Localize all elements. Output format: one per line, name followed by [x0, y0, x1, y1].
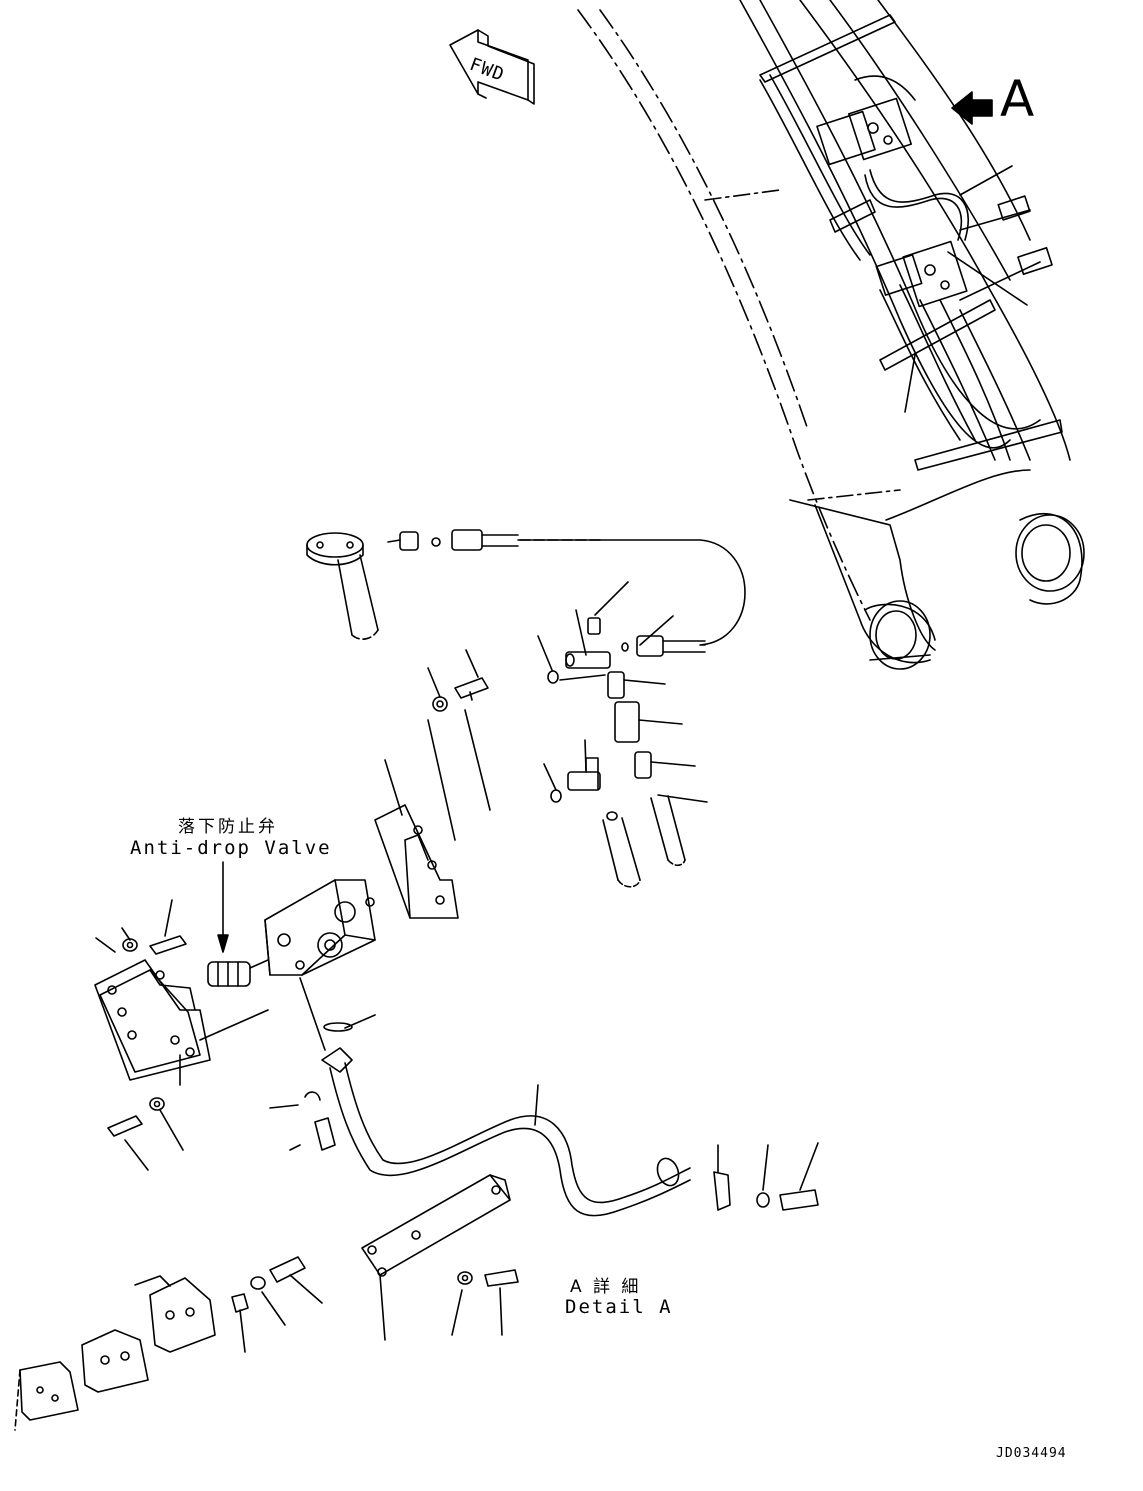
view-a-label: A [1000, 70, 1035, 128]
detail-a-en-label: Detail A [565, 1296, 673, 1318]
boom [577, 0, 1085, 670]
fittings [537, 581, 708, 888]
fwd-arrow [449, 29, 535, 105]
detail-a-jp-label: A 詳 細 [570, 1277, 642, 1297]
lower-bracket [94, 899, 269, 1171]
detail-a-parts [14, 1091, 819, 1431]
upper-bolts [427, 649, 491, 841]
anti-drop-valve-jp-label: 落下防止弁 [178, 817, 278, 837]
anti-drop-valve-en-label: Anti-drop Valve [130, 837, 332, 859]
upper-bracket [374, 759, 459, 919]
drawing-id: JD034494 [996, 1446, 1067, 1461]
bent-pipe [321, 1047, 691, 1217]
anti-drop-valve-block [207, 861, 376, 1051]
upper-hose-assembly [306, 529, 746, 657]
